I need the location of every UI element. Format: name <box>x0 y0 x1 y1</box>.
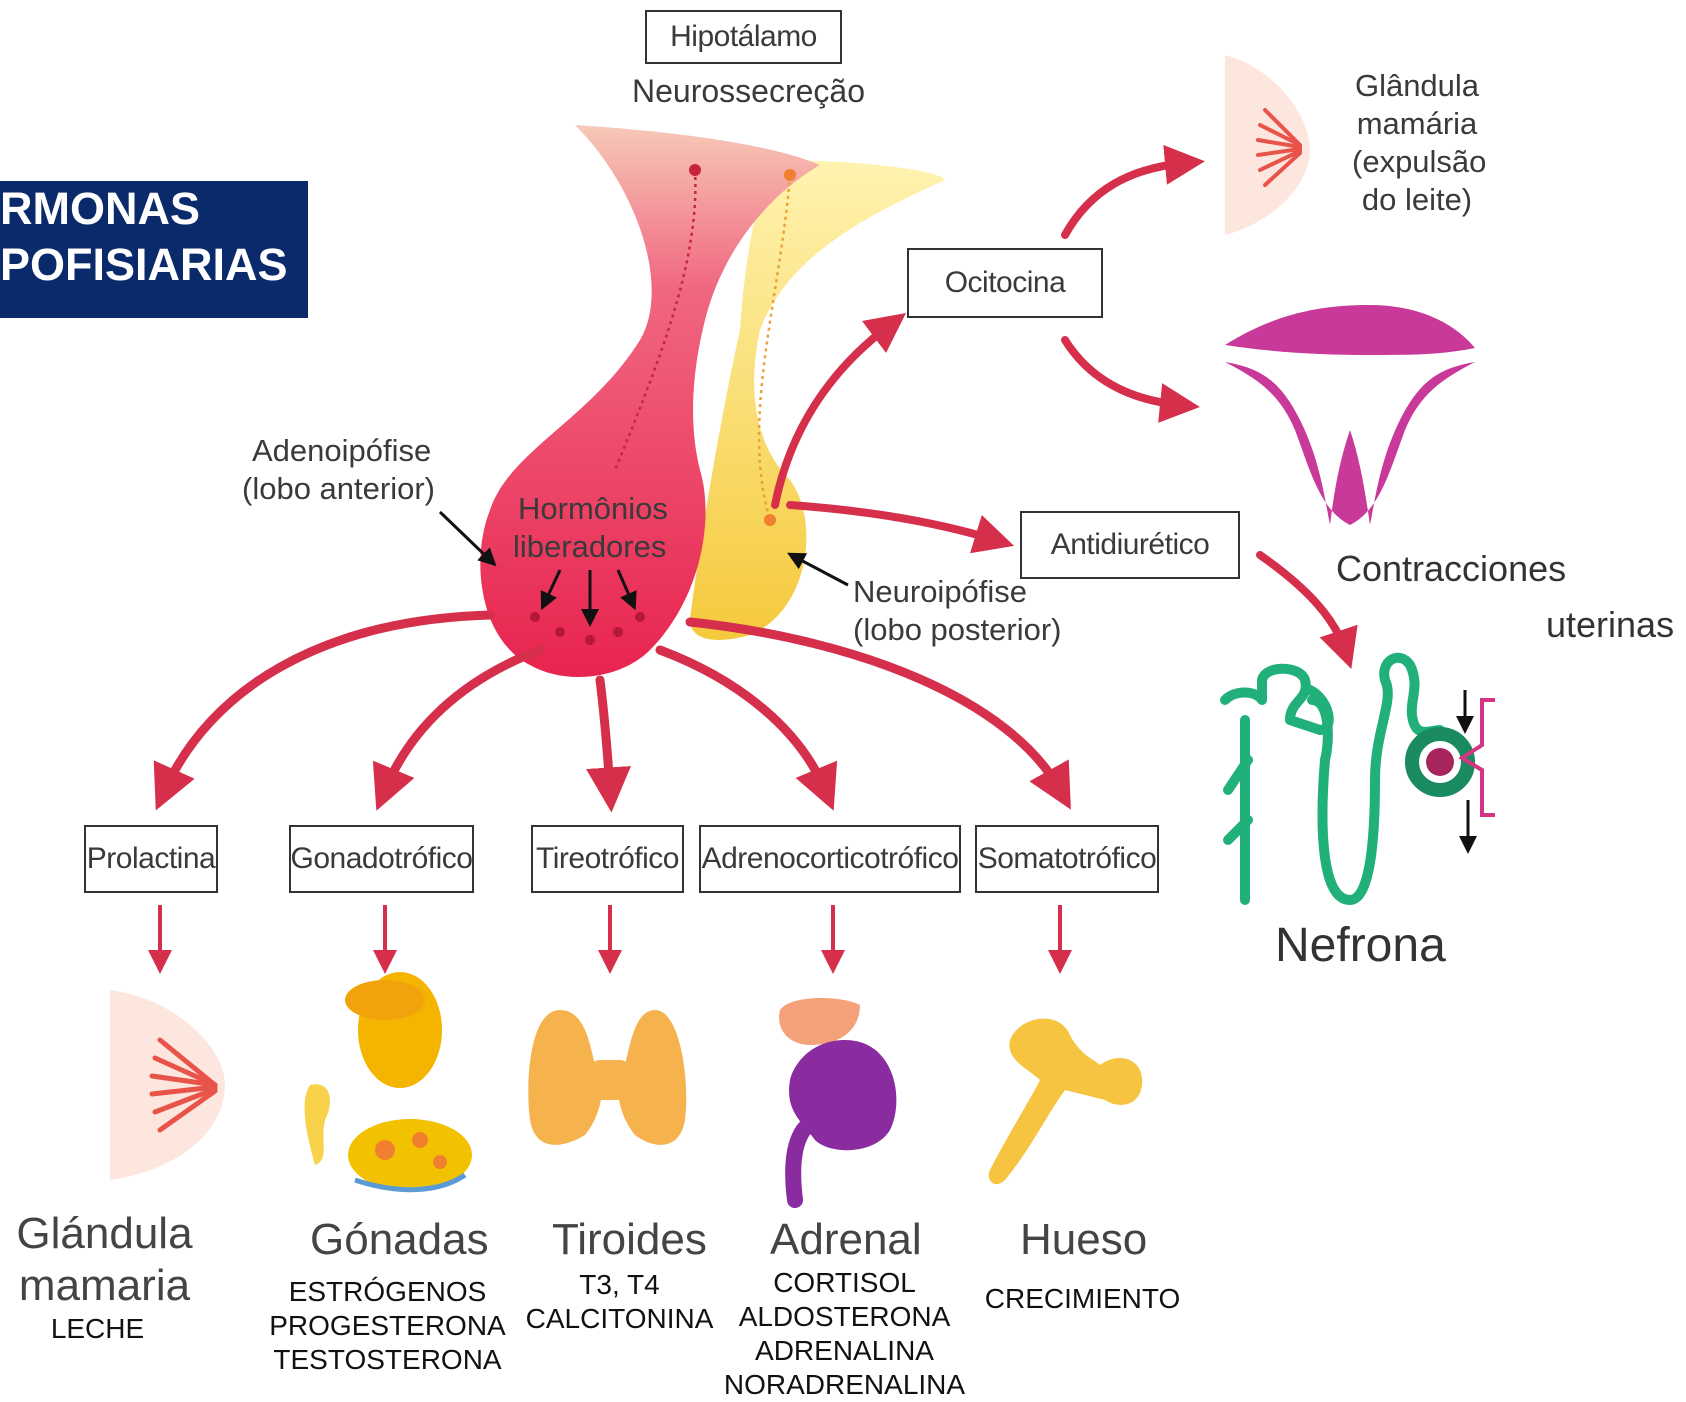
gonads-illustration <box>305 972 472 1191</box>
target-name-mamaria: Glándula mamaria <box>12 1208 197 1312</box>
nephron-illustration <box>1225 658 1468 900</box>
mama-top-line: do leite) <box>1352 181 1482 219</box>
target-name-gonadas: Gónadas <box>310 1214 489 1266</box>
antidiuretico-box: Antidiurético <box>1020 511 1240 579</box>
bone-illustration <box>989 1019 1143 1185</box>
hormone-box-gonadotrofico: Gonadotrófico <box>289 825 474 893</box>
effect-leche: LECHE <box>30 1312 165 1346</box>
ocitocina-box: Ocitocina <box>907 248 1103 318</box>
mama-top-line: (expulsão <box>1352 143 1482 181</box>
effect-item: T3, T4 <box>518 1268 721 1302</box>
effect-item: CORTISOL <box>722 1266 967 1300</box>
adeno-label-2: (lobo anterior) <box>242 470 435 508</box>
uterinas-label: uterinas <box>1546 606 1674 644</box>
effects-gonadas: ESTRÓGENOS PROGESTERONA TESTOSTERONA <box>260 1275 515 1377</box>
adeno-label-1: Adenoipófise <box>252 432 431 470</box>
organ-arrows <box>160 905 1060 962</box>
nefrona-label: Nefrona <box>1275 920 1446 972</box>
hipotalamo-box: Hipotálamo <box>645 10 842 64</box>
effect-item: PROGESTERONA <box>260 1309 515 1343</box>
thyroid-illustration <box>528 1010 686 1145</box>
neuro-label-1: Neuroipófise <box>853 573 1027 611</box>
hormone-box-tireotrofico: Tireotrófico <box>531 825 684 893</box>
mama-top-label: Glândula mamária (expulsão do leite) <box>1352 67 1482 219</box>
effect-item: ALDOSTERONA <box>722 1300 967 1334</box>
mama-top-line: Glândula <box>1352 67 1482 105</box>
hormonios-label-1: Hormônios <box>518 490 668 528</box>
adrenal-illustration <box>779 998 896 1200</box>
effects-tiroides: T3, T4 CALCITONINA <box>518 1268 721 1336</box>
effect-item: NORADRENALINA <box>722 1368 967 1402</box>
effect-item: ESTRÓGENOS <box>260 1275 515 1309</box>
title-line-1: RMONAS <box>0 181 308 237</box>
target-name-adrenal: Adrenal <box>770 1214 922 1266</box>
target-name-line: Glándula <box>12 1208 197 1260</box>
title-banner: RMONAS POFISIARIAS <box>0 181 308 318</box>
effect-item: ADRENALINA <box>722 1334 967 1368</box>
mammary-gland-top-illustration <box>1225 55 1310 235</box>
effect-crecimiento: CRECIMIENTO <box>975 1282 1190 1316</box>
title-line-2: POFISIARIAS <box>0 237 308 293</box>
mama-top-line: mamária <box>1352 105 1482 143</box>
effects-adrenal: CORTISOL ALDOSTERONA ADRENALINA NORADREN… <box>722 1266 967 1402</box>
hormone-box-somatotrofico: Somatotrófico <box>975 825 1159 893</box>
hormone-box-adrenocorticotrofico: Adrenocorticotrófico <box>699 825 961 893</box>
neuro-label-2: (lobo posterior) <box>853 611 1061 649</box>
hormone-box-prolactina: Prolactina <box>84 825 218 893</box>
target-name-line: mamaria <box>12 1260 197 1312</box>
target-name-tiroides: Tiroides <box>552 1214 707 1266</box>
target-name-hueso: Hueso <box>1020 1214 1147 1266</box>
contracciones-label: Contracciones <box>1336 550 1566 588</box>
effect-item: TESTOSTERONA <box>260 1343 515 1377</box>
mammary-gland-illustration <box>110 990 225 1180</box>
effect-item: CALCITONINA <box>518 1302 721 1336</box>
neurossecrecao-label: Neurossecreção <box>632 72 865 110</box>
hormonios-label-2: liberadores <box>513 528 666 566</box>
uterus-illustration <box>1225 305 1475 525</box>
